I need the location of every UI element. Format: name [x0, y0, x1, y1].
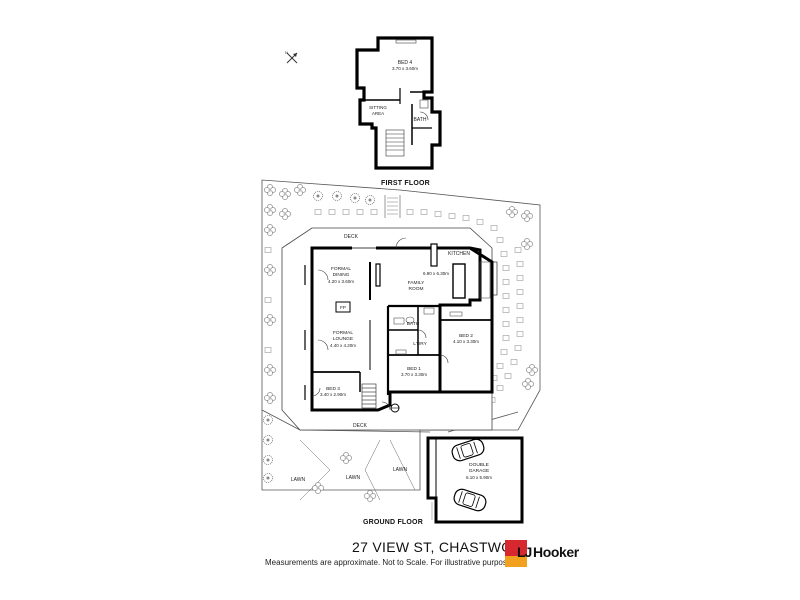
first-floor-plan: BED 4 3.70 x 3.60m SITTING AREA BATH	[355, 36, 442, 170]
family-room-label-2: ROOM	[409, 286, 424, 292]
sitting-area-label-2: AREA	[372, 111, 384, 116]
formal-dining-label: FORMAL	[331, 266, 351, 272]
formal-dining-dims: 4.20 x 3.60m	[328, 279, 354, 284]
logo-hooker: Hooker	[533, 544, 579, 560]
logo-lj: LJ	[517, 544, 532, 560]
family-room-label: FAMILY	[408, 280, 426, 286]
disclaimer-text: Measurements are approximate. Not to Sca…	[265, 558, 534, 567]
formal-dining-label-2: DINING	[333, 272, 350, 278]
ground-floor-title: GROUND FLOOR	[363, 519, 423, 526]
deck-bottom-label: DECK	[353, 423, 368, 429]
family-room-dims: 6.90 x 6.30m	[423, 271, 449, 276]
bath-label: BATH	[407, 321, 420, 327]
first-floor-title: FIRST FLOOR	[381, 180, 430, 187]
garage-label-2: GARAGE	[469, 468, 490, 474]
svg-text:N: N	[285, 50, 288, 55]
formal-lounge-label-2: LOUNGE	[333, 336, 353, 342]
lawn-mid-label: LAWN	[346, 475, 361, 481]
garage-label: DOUBLE	[469, 462, 489, 468]
sitting-area-label: SITTING	[369, 105, 387, 110]
formal-lounge-label: FORMAL	[333, 330, 353, 336]
car-icon	[451, 438, 485, 462]
property-address: 27 VIEW ST, CHASTWOOD	[352, 539, 535, 555]
bed1-dims: 3.70 x 3.30m	[401, 372, 427, 377]
lawn-left-label: LAWN	[291, 477, 306, 483]
ground-floor-plan: DECK KITCHEN FORMAL DINING 4.20 x 3.60m …	[281, 227, 524, 524]
laundry-label: L'DRY	[413, 341, 427, 347]
bed2-dims: 4.10 x 3.30m	[453, 339, 479, 344]
bed1-label: BED 1	[407, 366, 421, 372]
car-icon	[453, 488, 487, 512]
fireplace-label: FP	[340, 305, 346, 310]
bed3-label: BED 3	[326, 386, 340, 392]
bed4-dims: 3.70 x 3.60m	[392, 66, 418, 71]
site-landscaping	[261, 179, 541, 503]
bed2-label: BED 2	[459, 333, 473, 339]
deck-top-label: DECK	[344, 234, 359, 240]
bed4-label: BED 4	[398, 60, 413, 66]
garage-dims: 6.10 x 5.90m	[466, 475, 492, 480]
lj-hooker-logo: LJ Hooker	[505, 540, 593, 567]
kitchen-label: KITCHEN	[448, 251, 470, 257]
bed3-dims: 3.40 x 2.90m	[320, 392, 346, 397]
logo-mark	[505, 540, 527, 567]
lawn-right-label: LAWN	[393, 467, 408, 473]
first-floor-bath-label: BATH	[414, 117, 427, 123]
compass-icon: N	[285, 50, 298, 64]
formal-lounge-dims: 4.40 x 4.20m	[330, 343, 356, 348]
